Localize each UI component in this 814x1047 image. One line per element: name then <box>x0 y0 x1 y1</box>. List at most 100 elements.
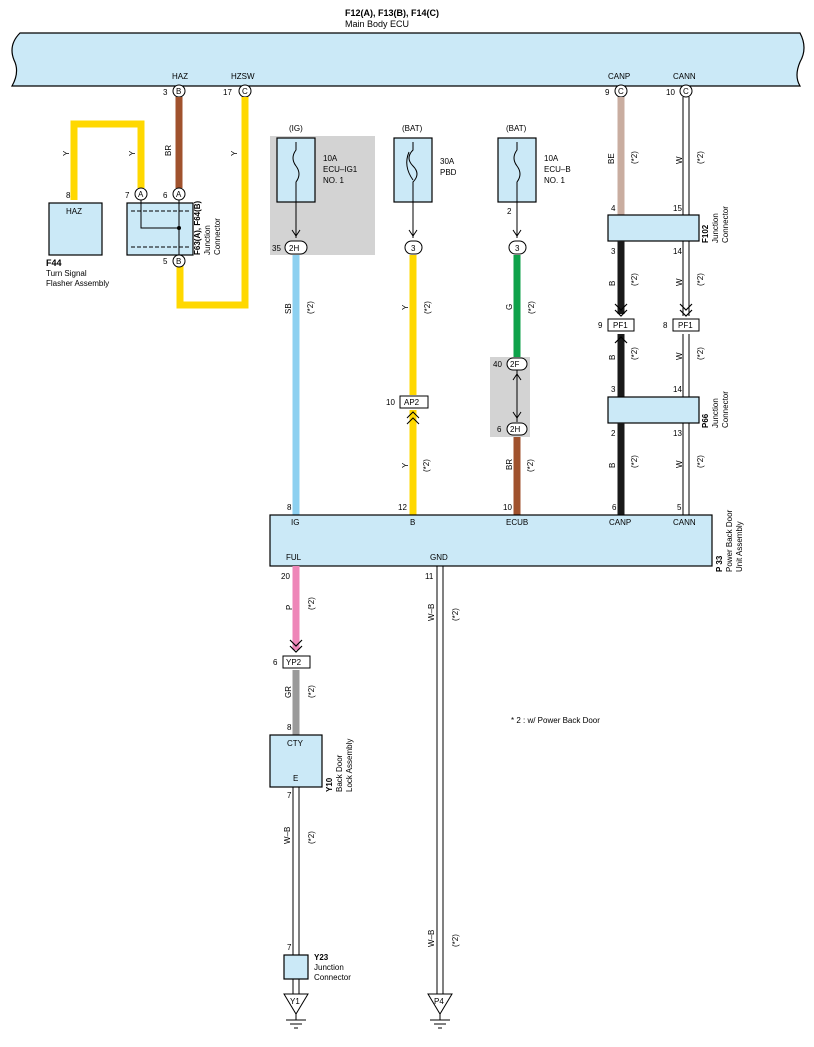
ecu-pin-num-hzsw: 17 <box>223 88 232 97</box>
wire-note-wb-1: (*2) <box>307 831 316 844</box>
pbd-name-2: Unit Assembly <box>735 521 744 572</box>
junction-f63-box <box>126 202 194 256</box>
ecu-pin-label-hzsw: HZSW <box>231 72 255 81</box>
wire-y-flasher <box>70 120 145 200</box>
jc-f63-name-2: Connector <box>213 218 222 255</box>
pbd-pin-num-canp: 6 <box>612 503 617 512</box>
wire-note-w-2: (*2) <box>696 273 705 286</box>
flasher-code: F44 <box>46 258 62 268</box>
ecu-pin-num-haz: 3 <box>163 88 168 97</box>
jc-f63-conn-b5 <box>172 254 186 268</box>
wire-label-b-3: B <box>608 463 617 468</box>
fuse-ig-symbol <box>292 142 300 202</box>
junction-p66-box <box>607 396 700 424</box>
fuse-ig-name1: ECU–IG1 <box>323 165 358 174</box>
wire-label-br-1: BR <box>164 145 173 156</box>
jc-f102-pin-15: 15 <box>673 204 682 213</box>
jc-p66-name-2: Connector <box>721 391 730 428</box>
conn-ap2-pin: 10 <box>386 398 395 407</box>
pbd-name-1: Power Back Door <box>725 509 734 572</box>
junction-y23-box <box>283 954 309 980</box>
main-body-ecu-box <box>10 32 805 87</box>
conn-yp2-pin: 6 <box>273 658 278 667</box>
wire-note-b-2: (*2) <box>630 347 639 360</box>
pbd-pin-label-cann: CANN <box>673 518 696 527</box>
wire-label-w-4: W <box>675 460 684 468</box>
ground-y1-label: Y1 <box>290 997 300 1006</box>
wire-label-g: G <box>505 304 514 310</box>
conn-2h-ecub-label: 2H <box>510 425 520 434</box>
jc-y23-name-2: Connector <box>314 973 351 982</box>
wire-wb-lock <box>292 787 300 955</box>
jc-f63-conn-b5-letter: B <box>176 257 181 266</box>
conn-pf1-canp-arrow <box>614 303 628 317</box>
conn-pf1-cann-arrow <box>679 303 693 317</box>
jc-f63-pin5: 5 <box>163 257 168 266</box>
conn-2h-ig-pin: 35 <box>272 244 281 253</box>
fuse-ecub-source: (BAT) <box>506 124 527 133</box>
conn-2f-label: 2F <box>510 360 519 369</box>
wire-label-y-pbd-2: Y <box>401 462 410 468</box>
jc-f102-pin-4: 4 <box>611 204 616 213</box>
wire-wb-gnd <box>436 566 444 994</box>
junction-f63-node <box>177 226 181 230</box>
pbd-pin-label-ig: IG <box>291 518 299 527</box>
conn-pf1-canp <box>607 318 635 332</box>
ecu-pin-label-canp: CANP <box>608 72 630 81</box>
ground-p4-triangle <box>427 993 453 1015</box>
jc-f63-conn-a6-letter: A <box>176 190 182 199</box>
wire-label-wb-2: W–B <box>427 604 436 621</box>
jc-f102-name-2: Connector <box>721 206 730 243</box>
pbd-pin-label-ful: FUL <box>286 553 302 562</box>
wire-note-y-pbd-1: (*2) <box>423 301 432 314</box>
lock-name-1: Back Door <box>335 754 344 792</box>
jc-p66-pin-14: 14 <box>673 385 682 394</box>
wire-note-br-ecub: (*2) <box>526 459 535 472</box>
wire-note-be: (*2) <box>630 151 639 164</box>
pbd-pin-label-canp: CANP <box>609 518 631 527</box>
conn-yp2 <box>282 655 311 669</box>
wire-label-p: P <box>285 605 294 610</box>
wire-label-w-2: W <box>675 278 684 286</box>
lock-pin-bot-label: E <box>293 774 298 783</box>
footnote-power-back-door: * 2 : w/ Power Back Door <box>511 716 600 725</box>
lock-name-2: Lock Assembly <box>345 739 354 792</box>
lock-pin-top-label: CTY <box>287 739 304 748</box>
jc-y23-pin: 7 <box>287 943 292 952</box>
wire-label-y-2: Y <box>128 150 137 156</box>
fuse-pbd-arrow <box>408 229 418 237</box>
fuse-ecub-name1: ECU–B <box>544 165 571 174</box>
ground-p4-label: P4 <box>434 997 444 1006</box>
ecu-pin-label-haz: HAZ <box>172 72 188 81</box>
pbd-pin-num-ful: 20 <box>281 572 290 581</box>
ecu-pin-label-cann: CANN <box>673 72 696 81</box>
jc-f102-name-1: Junction <box>711 213 720 243</box>
jc-f63-conn-a7 <box>134 187 148 201</box>
wire-label-y-3: Y <box>230 150 239 156</box>
jc-p66-name-1: Junction <box>711 398 720 428</box>
conn-pf1-cann-label: PF1 <box>678 321 693 330</box>
ecu-conn-haz-letter: B <box>176 87 181 96</box>
fuse-pbd-name1: PBD <box>440 168 457 177</box>
ecu-conn-cann-letter: C <box>683 87 689 96</box>
wire-note-wb-2: (*2) <box>451 608 460 621</box>
wire-label-w-3: W <box>675 352 684 360</box>
wire-label-b-1: B <box>608 281 617 286</box>
flasher-name-2: Flasher Assembly <box>46 279 109 288</box>
conn-2f-arrow <box>512 373 522 381</box>
fuse-ecub-name2: NO. 1 <box>544 176 565 185</box>
jc-f63-name-1: Junction <box>203 225 212 255</box>
wire-note-w-3: (*2) <box>696 347 705 360</box>
fuse-ig-source: (IG) <box>289 124 303 133</box>
conn-pf1-cann <box>672 318 700 332</box>
ecu-conn-cann <box>679 84 693 98</box>
conn-2h-ig <box>284 240 308 255</box>
jc-y23-name-1: Junction <box>314 963 344 972</box>
jc-p66-pin-3: 3 <box>611 385 616 394</box>
lock-pin-top: 8 <box>287 723 292 732</box>
jc-f102-pin-3: 3 <box>611 247 616 256</box>
conn-2h-arrow <box>512 411 522 419</box>
fuse-ig-rating: 10A <box>323 154 338 163</box>
fuse-ecub-pin: 2 <box>507 207 512 216</box>
turn-signal-flasher-box <box>48 202 103 256</box>
